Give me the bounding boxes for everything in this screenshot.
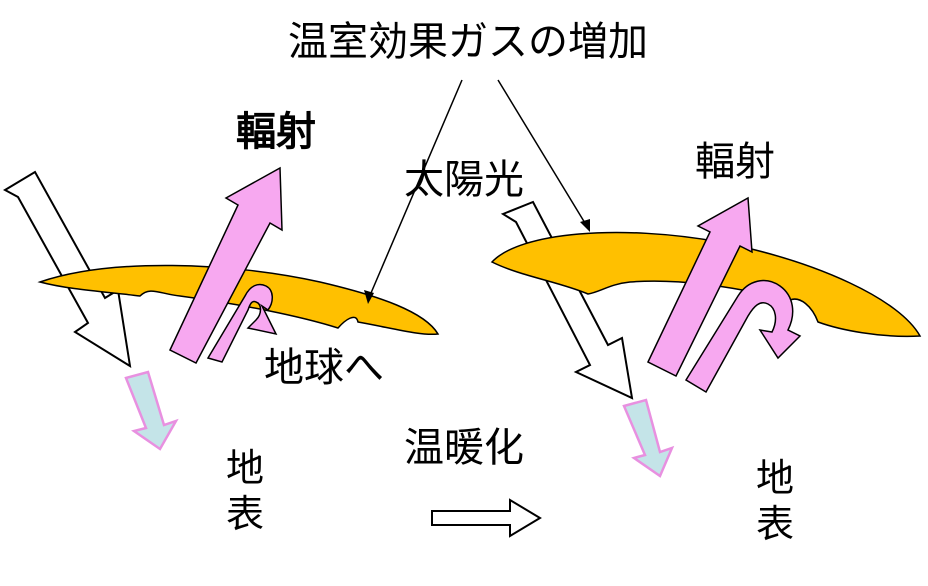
sunlight-label: 太陽光 <box>404 157 524 203</box>
title-label: 温室効果ガスの増加 <box>288 19 648 65</box>
surface-arrow-left <box>124 370 179 451</box>
radiation-arrow-left <box>169 166 283 364</box>
gas-layer-left <box>37 264 440 336</box>
sunlight-arrow-right <box>500 200 634 400</box>
pointer-line-right <box>497 79 589 229</box>
radiation-label-left: 輻射 <box>236 109 316 155</box>
surface-label-right: 地 表 <box>756 456 794 547</box>
sunlight-arrow-left <box>2 170 132 368</box>
warming-label: 温暖化 <box>404 425 524 471</box>
return-arrow-right <box>684 279 802 394</box>
pointer-head-right <box>580 219 590 232</box>
radiation-label-right: 輻射 <box>695 139 775 185</box>
radiation-arrow-right <box>647 196 753 378</box>
surface-label-left-char-2: 表 <box>226 491 265 536</box>
surface-label-right-char-2: 表 <box>756 501 795 546</box>
surface-label-left-char-1: 地 <box>226 446 265 490</box>
return-arrow-left <box>206 283 278 363</box>
warming-arrow <box>431 498 542 538</box>
surface-arrow-right <box>622 398 675 478</box>
to-earth-label: 地球へ <box>264 345 384 391</box>
pointer-line-left <box>367 79 463 301</box>
pointer-head-left <box>364 290 374 304</box>
surface-label-right-char-1: 地 <box>756 456 795 500</box>
surface-label-left: 地 表 <box>226 446 264 537</box>
